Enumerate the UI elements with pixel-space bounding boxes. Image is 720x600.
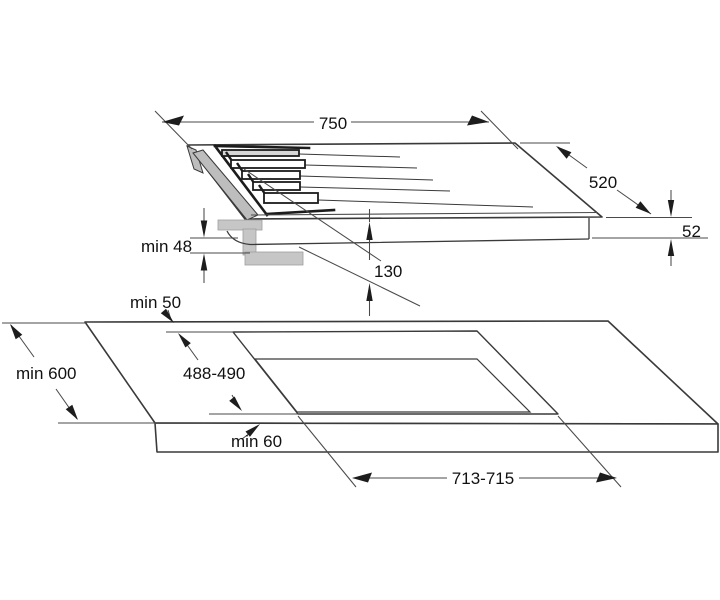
worktop-front-face [154, 422, 719, 453]
arrowhead [200, 220, 208, 238]
grate-finger-line [317, 199, 534, 208]
dimension-rear-clearance: min 50 [130, 293, 234, 333]
grate-bar [230, 159, 306, 169]
hob-view [186, 142, 603, 266]
clamp-clearance-label: min 48 [141, 237, 192, 256]
grate-frame [213, 144, 336, 217]
hob-front-rim-line [250, 211, 598, 216]
arrowhead [556, 146, 572, 159]
worktop-view [84, 320, 719, 453]
arrowhead [178, 333, 191, 348]
worktop-depth-label: min 600 [16, 364, 76, 383]
hob-width-label: 750 [319, 114, 347, 133]
grate-finger-line [304, 164, 418, 169]
dimension-hob-depth: 520 [520, 142, 692, 219]
hob-body-bottom-edge [226, 230, 590, 246]
hob-left-end-face [186, 145, 204, 174]
arrowhead [596, 472, 617, 483]
arrowhead [366, 283, 373, 301]
hob-height-label: 52 [682, 222, 701, 241]
dimension-worktop-depth: min 600 [2, 322, 156, 424]
clamp-bottom-flange [244, 251, 304, 266]
arrowhead [200, 253, 208, 271]
arrowhead [467, 115, 489, 126]
fixing-clamp [217, 219, 304, 266]
grate-finger-line [298, 153, 401, 158]
grate-bar [252, 181, 301, 191]
arrowhead [352, 472, 372, 483]
clamp-top-flange [217, 219, 263, 231]
dimension-hob-width: 750 [154, 110, 519, 150]
front-clearance-label: min 60 [231, 432, 282, 451]
cutout-inner-rim [253, 358, 532, 413]
extension-line [557, 415, 622, 488]
dimension-clamp-clearance: min 48 [141, 208, 250, 283]
cutout-width-label: 713-715 [452, 469, 514, 488]
burner-offset-label: 130 [374, 262, 402, 281]
arrowhead [160, 308, 174, 323]
dimension-cutout-width: 713-715 [297, 415, 622, 488]
arrowhead [229, 396, 242, 411]
arrowhead [667, 239, 675, 256]
rear-clearance-label: min 50 [130, 293, 181, 312]
dimension-hob-height: 52 [592, 190, 708, 266]
arrowhead [635, 201, 651, 214]
extension-line [298, 246, 421, 307]
arrowhead [10, 324, 23, 340]
dimension-front-clearance: min 60 [231, 424, 282, 451]
extension-line [297, 415, 357, 488]
clamp-stem [242, 228, 257, 256]
dimension-cutout-depth: 488-490 [178, 333, 299, 415]
arrowhead [245, 424, 260, 437]
arrowhead [162, 115, 184, 126]
arrowhead [667, 200, 675, 217]
grate-finger-line [299, 175, 434, 181]
extension-line [480, 110, 519, 150]
extension-line [243, 168, 382, 262]
cutout-depth-label: 488-490 [183, 364, 245, 383]
arrowhead [366, 222, 373, 240]
grate-bar [221, 149, 300, 157]
grate-bar [241, 170, 301, 180]
arrowhead [65, 404, 78, 420]
grate-bar [263, 192, 319, 204]
extension-line [154, 110, 193, 150]
grate-finger-line [299, 186, 451, 192]
pan-support-grate [213, 144, 534, 217]
dimension-burner-offset: 130 [243, 168, 421, 316]
hob-depth-label: 520 [589, 173, 617, 192]
